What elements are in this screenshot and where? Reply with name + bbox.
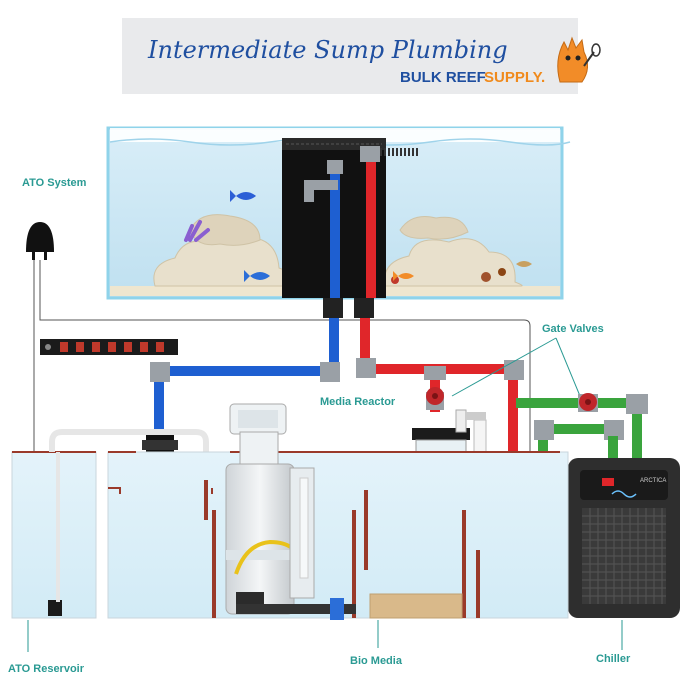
- coral-icon: [184, 220, 210, 242]
- sump: ATO Reservoir Bio Media: [8, 403, 569, 675]
- label-ato-reservoir: ATO Reservoir: [8, 663, 85, 675]
- chiller: ARCTICA Chiller: [568, 458, 680, 665]
- fish-icon: [230, 190, 532, 282]
- display-tank: [106, 126, 571, 318]
- label-chiller: Chiller: [596, 653, 631, 665]
- mascot-icon: [557, 36, 601, 83]
- page-title: Intermediate Sump Plumbing: [147, 36, 508, 64]
- label-ato-system: ATO System: [22, 177, 87, 189]
- ato-reservoir: [11, 451, 97, 619]
- gate-valve-icon[interactable]: [578, 393, 598, 412]
- return-pipe-internal: [366, 150, 376, 298]
- header: Intermediate Sump Plumbing BULK REEF SUP…: [122, 18, 601, 94]
- chiller-brand: ARCTICA: [640, 478, 666, 484]
- brand-primary: BULK REEF: [400, 69, 486, 86]
- chiller-grille: [582, 508, 666, 604]
- gate-valve-icon[interactable]: [426, 387, 444, 410]
- protein-skimmer: [225, 403, 356, 620]
- overflow-drain-pipe: [330, 164, 340, 298]
- header-banner: [122, 18, 578, 94]
- main-sump: [107, 451, 569, 619]
- power-strip-icon: [40, 339, 178, 355]
- label-gate-valves: Gate Valves: [542, 323, 604, 335]
- label-bio-media: Bio Media: [350, 655, 403, 667]
- label-media-reactor: Media Reactor: [320, 396, 396, 408]
- ato-sensor-icon: [26, 222, 54, 252]
- brand-secondary: SUPPLY.: [484, 69, 545, 86]
- bio-media-block: [369, 593, 463, 619]
